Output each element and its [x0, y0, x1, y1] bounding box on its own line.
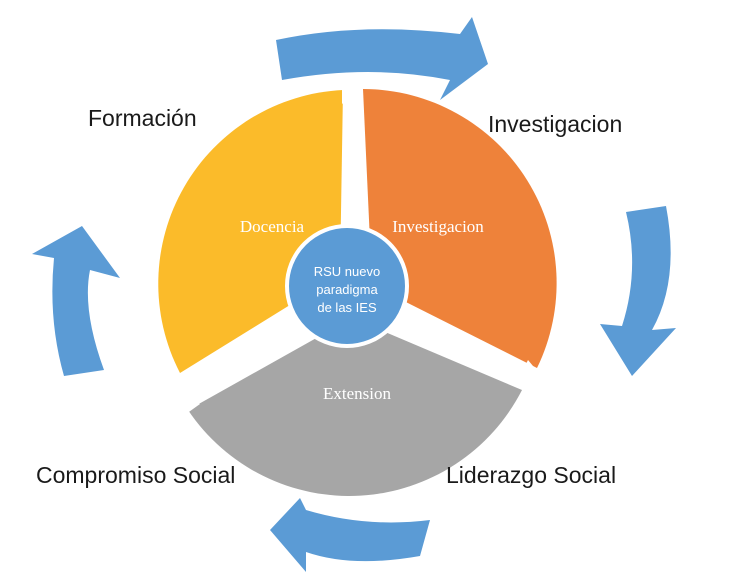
segment-investigacion — [363, 89, 557, 368]
outer-label-liderazgo: Liderazgo Social — [446, 462, 616, 488]
segment-docencia — [158, 90, 343, 373]
outer-label-investigacion: Investigacion — [488, 111, 622, 137]
arrow-left-icon — [32, 226, 120, 376]
segment-label-docencia: Docencia — [240, 217, 305, 236]
outer-label-formacion: Formación — [88, 105, 197, 131]
notch-arrow-right — [522, 360, 538, 372]
arrow-bottom-icon — [270, 498, 430, 572]
hub-circle — [285, 224, 409, 348]
hub-label-line2: paradigma — [316, 282, 378, 297]
hub-label-line3: de las IES — [317, 300, 377, 315]
notch-arrow-top — [342, 86, 352, 104]
hub-label-line1: RSU nuevo — [314, 264, 380, 279]
arrow-right-icon — [600, 206, 676, 376]
notch-arrow-left — [186, 398, 200, 414]
segment-extension — [188, 318, 522, 496]
segment-label-investigacion: Investigacion — [392, 217, 484, 236]
arrow-top-icon — [276, 17, 488, 100]
outer-label-compromiso: Compromiso Social — [36, 462, 235, 488]
segment-label-extension: Extension — [323, 384, 391, 403]
